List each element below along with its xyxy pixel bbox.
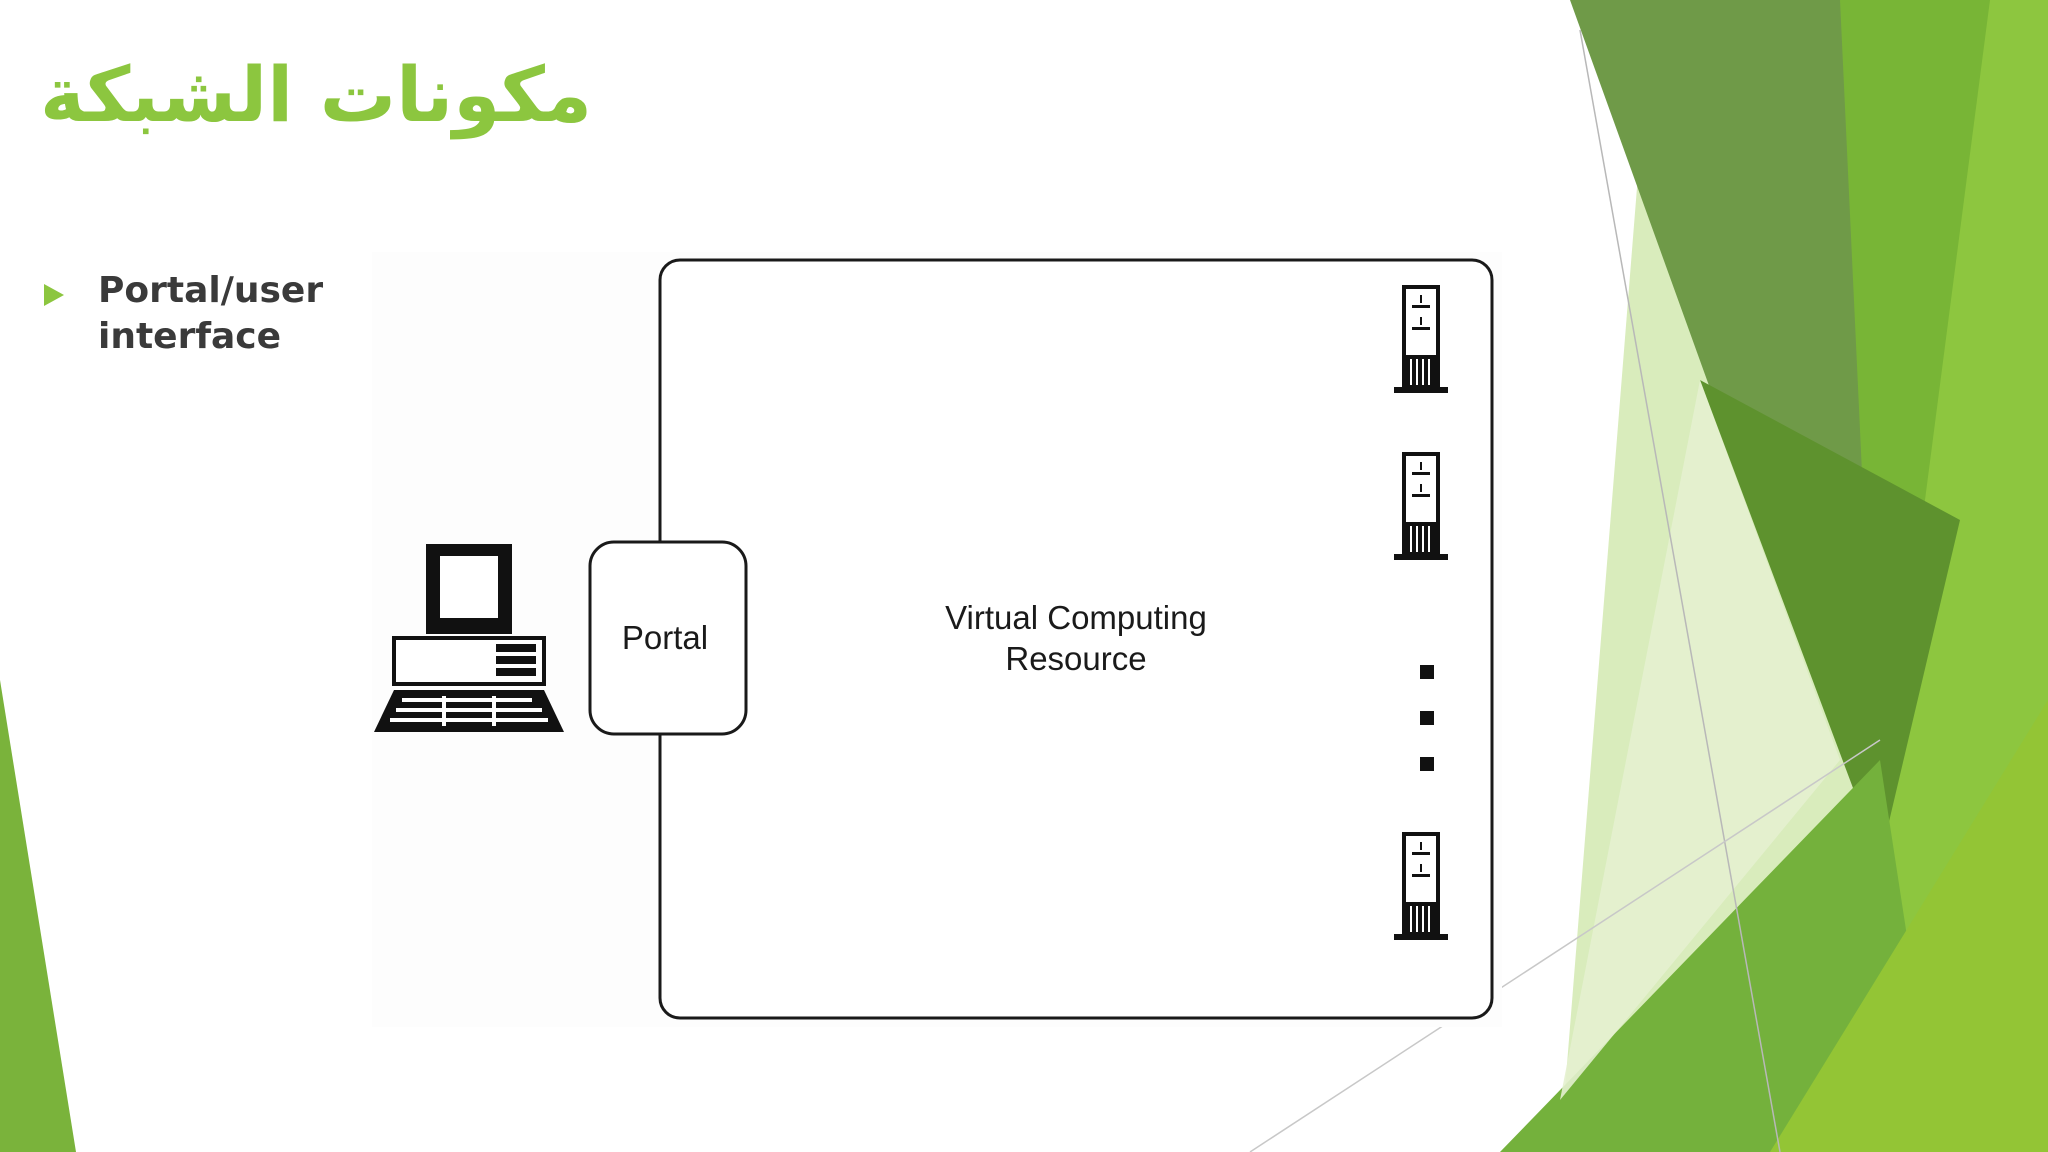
portal-label: Portal (622, 619, 708, 656)
resource-label-line2: Resource (1005, 640, 1146, 677)
lower-bright-green-facet (1500, 760, 1940, 1152)
server-tower-icon (1394, 452, 1448, 560)
diagram-canvas: Portal Virtual Computing Resource (374, 258, 1494, 1020)
virtual-resource-box (658, 258, 1494, 1020)
resource-label-line1: Virtual Computing (945, 599, 1207, 636)
lower-mid-green-facet (1700, 380, 1960, 860)
server-tower-icon (1394, 832, 1448, 940)
server-tower-icon (1394, 285, 1448, 393)
left-green-sliver (0, 680, 76, 1152)
bullet-list: Portal/user interface (42, 268, 332, 360)
diagram: Portal Virtual Computing Resource (372, 252, 1502, 1027)
portal-box (588, 540, 748, 736)
ellipsis-dots-icon (1420, 665, 1434, 771)
pale-highlight-facet (1560, 380, 1840, 1100)
bullet-text: Portal/user interface (98, 270, 324, 357)
slide-title: مكونات الشبكة (40, 50, 593, 139)
thin-grey-line-2 (1249, 739, 1881, 1152)
triangle-bullet-icon (44, 284, 64, 306)
right-bright-green-facet (1860, 0, 2048, 1000)
thin-grey-line-1 (1579, 29, 1781, 1152)
desktop-computer-icon (374, 544, 564, 732)
bottom-right-green-facet (1770, 700, 2048, 1152)
bullet-item: Portal/user interface (42, 268, 332, 360)
